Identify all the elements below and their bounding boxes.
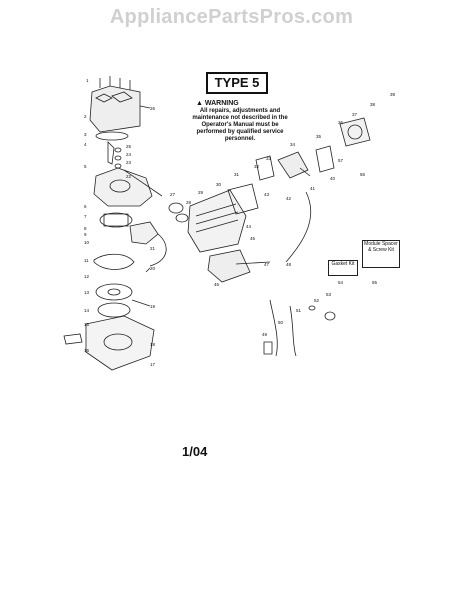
o-ring-icon bbox=[95, 131, 129, 141]
part-label: 51 bbox=[296, 308, 302, 313]
part-label: 12 bbox=[84, 274, 90, 279]
site-watermark-title: AppliancePartsPros.com bbox=[109, 6, 354, 28]
part-label: 17 bbox=[150, 362, 156, 367]
part-label: 45 bbox=[250, 236, 256, 241]
screw-icon bbox=[99, 76, 131, 90]
part-label: 9 bbox=[84, 232, 87, 237]
part-label: 25 bbox=[126, 144, 132, 149]
part-label: 22 bbox=[126, 174, 132, 179]
part-label: 15 bbox=[84, 322, 90, 327]
part-label: 42 bbox=[286, 196, 292, 201]
part-label: 43 bbox=[264, 192, 270, 197]
part-label: 57 bbox=[338, 158, 344, 163]
part-label: 10 bbox=[84, 240, 90, 245]
part-label: 34 bbox=[290, 142, 296, 147]
part-label: 52 bbox=[314, 298, 320, 303]
starter-housing-icon bbox=[85, 315, 155, 371]
fuel-filter-icon bbox=[263, 341, 273, 355]
piston-icon bbox=[168, 202, 184, 214]
ignition-module-icon bbox=[129, 221, 159, 245]
part-label: 41 bbox=[310, 186, 316, 191]
part-label: 18 bbox=[150, 342, 156, 347]
part-label: 5 bbox=[84, 164, 87, 169]
gasket-plate-icon bbox=[227, 183, 259, 215]
spark-plug-icon bbox=[107, 141, 115, 165]
part-label: 46 bbox=[214, 282, 220, 287]
cylinder-icon bbox=[187, 189, 247, 253]
part-label: 32 bbox=[254, 164, 260, 169]
part-label: 28 bbox=[186, 200, 192, 205]
part-label: 20 bbox=[150, 266, 156, 271]
part-label: 55 bbox=[372, 280, 378, 285]
part-label: 56 bbox=[360, 172, 366, 177]
part-label: 50 bbox=[278, 320, 284, 325]
part-label: 19 bbox=[150, 304, 156, 309]
part-label: 38 bbox=[370, 102, 376, 107]
part-label: 35 bbox=[316, 134, 322, 139]
part-label: 26 bbox=[150, 106, 156, 111]
warning-heading: ▲ WARNING bbox=[196, 100, 239, 107]
part-label: 8 bbox=[84, 226, 87, 231]
part-label: 3 bbox=[84, 132, 87, 137]
part-label: 30 bbox=[216, 182, 222, 187]
muffler-icon bbox=[207, 249, 251, 283]
part-label: 48 bbox=[286, 262, 292, 267]
part-label: 29 bbox=[198, 190, 204, 195]
fan-icon bbox=[97, 302, 131, 318]
revision-code: 1/04 bbox=[182, 444, 208, 459]
part-label: 47 bbox=[264, 262, 270, 267]
warning-icon: ▲ bbox=[196, 100, 203, 107]
module-kit-box: Module Spacer & Screw Kit bbox=[362, 240, 400, 268]
fuel-line-icon bbox=[269, 299, 278, 357]
part-label: 44 bbox=[246, 224, 252, 229]
throttle-cable-icon bbox=[285, 191, 312, 263]
part-label: 14 bbox=[84, 308, 90, 313]
flywheel-icon bbox=[99, 212, 133, 228]
part-label: 4 bbox=[84, 142, 87, 147]
part-label: 53 bbox=[326, 292, 332, 297]
type-label: TYPE 5 bbox=[206, 72, 268, 94]
warning-text: All repairs, adjustments and maintenance… bbox=[192, 108, 288, 142]
part-label: 49 bbox=[262, 332, 268, 337]
part-label: 23 bbox=[126, 160, 132, 165]
part-label: 2 bbox=[84, 114, 87, 119]
starter-handle-icon bbox=[63, 333, 83, 345]
warning-title: WARNING bbox=[204, 100, 239, 107]
part-label: 7 bbox=[84, 214, 87, 219]
part-label: 39 bbox=[390, 92, 396, 97]
part-label: 37 bbox=[352, 112, 358, 117]
starter-spring-icon bbox=[93, 253, 135, 270]
part-label: 33 bbox=[266, 156, 272, 161]
part-label: 31 bbox=[234, 172, 240, 177]
intake-block-icon bbox=[315, 145, 335, 173]
part-label: 40 bbox=[330, 176, 336, 181]
air-filter-cover-icon bbox=[339, 117, 371, 147]
part-label: 54 bbox=[338, 280, 344, 285]
part-label: 6 bbox=[84, 204, 87, 209]
part-label: 36 bbox=[338, 120, 344, 125]
part-label: 16 bbox=[84, 348, 90, 353]
part-label: 24 bbox=[126, 152, 132, 157]
gasket-kit-box: Gasket Kit bbox=[328, 260, 358, 276]
part-label: 1 bbox=[86, 78, 89, 83]
pulley-icon bbox=[95, 283, 133, 301]
engine-cover-icon bbox=[89, 85, 141, 133]
part-label: 21 bbox=[150, 246, 156, 251]
part-label: 11 bbox=[84, 258, 89, 263]
crankcase-icon bbox=[93, 167, 153, 207]
part-label: 13 bbox=[84, 290, 90, 295]
part-label: 27 bbox=[170, 192, 176, 197]
carburetor-icon bbox=[277, 151, 309, 179]
